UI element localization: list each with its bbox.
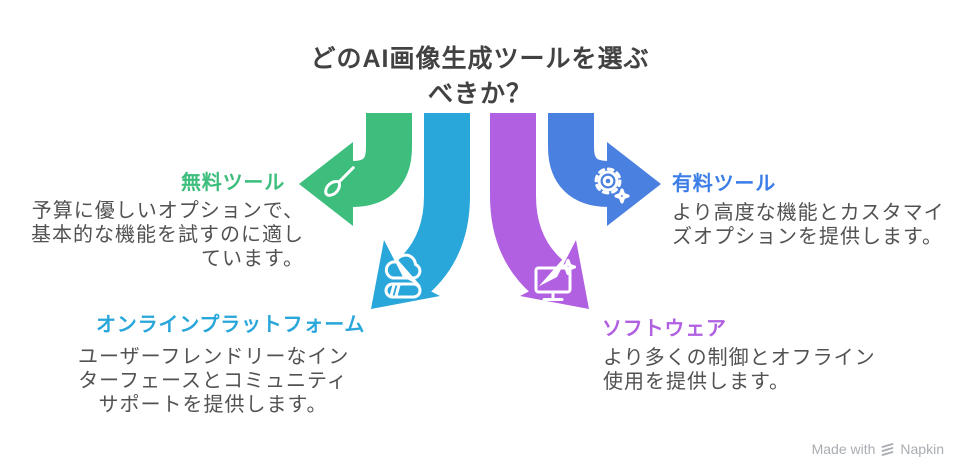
desc-line: 予算に優しいオプションで、: [31, 200, 304, 222]
desc-line: 使用を提供します。: [603, 371, 790, 393]
branch-label-free: 無料ツール: [181, 172, 285, 194]
free-arrow-band: [350, 113, 412, 207]
desc-line: サポートを提供します。: [98, 394, 328, 416]
title-line-2: べきか？: [427, 80, 532, 108]
branch-desc-free: 予算に優しいオプションで、 基本的な機能を試すのに適し ています。: [8, 199, 304, 271]
desc-line: より高度な機能とカスタマイ: [672, 202, 945, 224]
desc-line: ユーザーフレンドリーなイン: [78, 346, 350, 368]
branch-label-paid: 有料ツール: [672, 173, 776, 195]
branch-label-software: ソフトウェア: [602, 318, 727, 340]
brand-text: Napkin: [900, 441, 944, 457]
page-title: どのAI画像生成ツールを選ぶ べきか？: [0, 42, 960, 112]
free-arrow-head: [299, 142, 353, 226]
software-arrow-band: [490, 113, 563, 295]
napkin-logo-icon: [882, 442, 894, 456]
branch-desc-online: ユーザーフレンドリーなイン ターフェースとコミュニティ サポートを提供します。: [78, 345, 348, 417]
paid-arrow-band: [548, 113, 611, 207]
title-line-1: どのAI画像生成ツールを選ぶ: [310, 45, 650, 73]
monitor-sparkle-icon: [534, 259, 576, 301]
paid-arrow-head: [607, 142, 661, 226]
branch-label-online: オンラインプラットフォーム: [96, 314, 366, 336]
desc-line: ています。: [201, 248, 304, 270]
paintbrush-icon: [324, 166, 355, 197]
desc-line: 基本的な機能を試すのに適し: [31, 224, 304, 246]
desc-line: より多くの制御とオフライン: [603, 347, 876, 369]
branch-desc-software: より多くの制御とオフライン 使用を提供します。: [603, 346, 876, 394]
online-arrow-band: [397, 113, 470, 295]
cloud-icon: [384, 253, 422, 299]
made-with-napkin-link[interactable]: Made with Napkin: [812, 441, 944, 457]
online-arrow-head: [371, 240, 440, 309]
made-with-text: Made with: [811, 441, 876, 457]
gear-sparkle-icon: [594, 167, 630, 204]
desc-line: ターフェースとコミュニティ: [78, 370, 348, 392]
desc-line: ズオプションを提供します。: [672, 226, 943, 248]
branch-desc-paid: より高度な機能とカスタマイ ズオプションを提供します。: [672, 201, 945, 249]
